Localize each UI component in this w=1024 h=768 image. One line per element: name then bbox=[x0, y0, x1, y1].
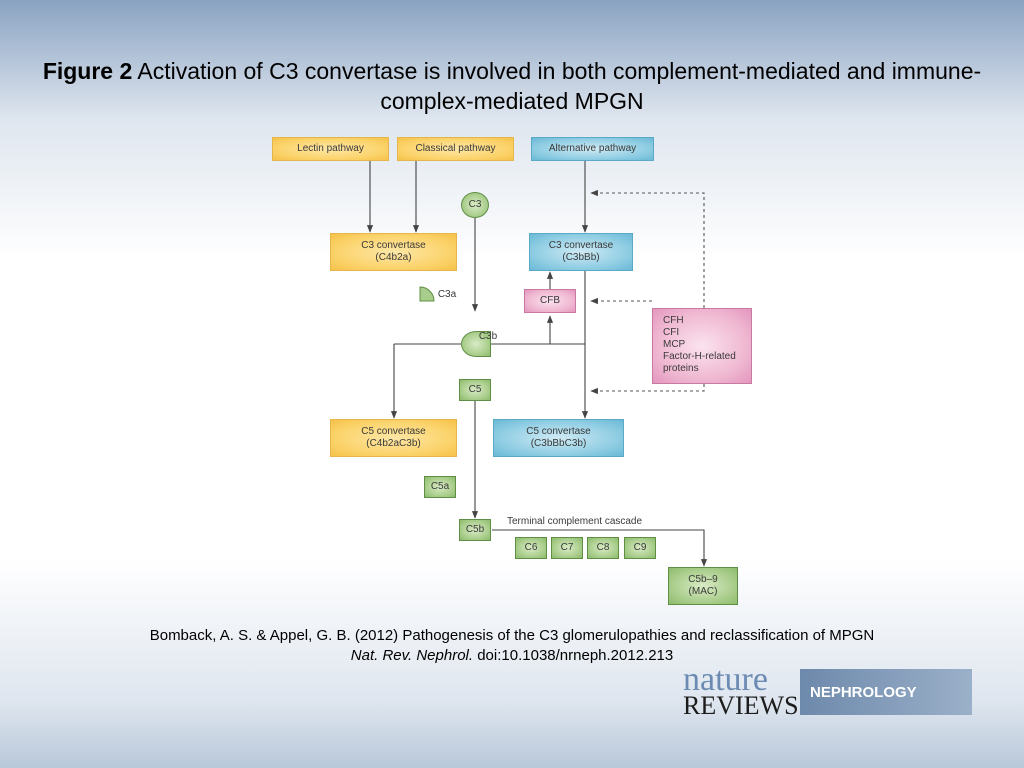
logo-nature: nature bbox=[683, 661, 768, 698]
c3a-label: C3a bbox=[437, 289, 457, 300]
c8-label: C8 bbox=[596, 542, 610, 553]
logo-reviews: REVIEWS bbox=[683, 691, 799, 720]
c3-convertase-classical-line1: C3 convertase bbox=[361, 240, 426, 251]
c5-convertase-alternative-box: C5 convertase (C3bBbC3b) bbox=[493, 419, 624, 457]
citation-journal: Nat. Rev. Nephrol. bbox=[350, 647, 474, 664]
c5b-box: C5b bbox=[459, 519, 491, 541]
c5-convertase-classical-box: C5 convertase (C4b2aC3b) bbox=[330, 419, 457, 457]
classical-pathway-box: Classical pathway bbox=[397, 137, 514, 161]
c9-label: C9 bbox=[633, 542, 647, 553]
c3b-node bbox=[461, 331, 491, 357]
figure-caption: Activation of C3 convertase is involved … bbox=[137, 58, 982, 114]
citation: Bomback, A. S. & Appel, G. B. (2012) Pat… bbox=[40, 626, 984, 666]
c5a-box: C5a bbox=[424, 476, 456, 498]
c6-box: C6 bbox=[515, 537, 547, 559]
mac-box: C5b–9 (MAC) bbox=[668, 567, 738, 605]
citation-authors: Bomback, A. S. & Appel, G. B. (2012) Pat… bbox=[149, 627, 875, 644]
c5-convertase-alternative-line2: (C3bBbC3b) bbox=[530, 438, 587, 449]
c6-label: C6 bbox=[524, 542, 538, 553]
c5-convertase-classical-line1: C5 convertase bbox=[361, 426, 426, 437]
figure-title: Figure 2 Activation of C3 convertase is … bbox=[40, 56, 984, 116]
regulator-cfi: CFI bbox=[663, 327, 680, 338]
nature-reviews-nephrology-logo: nature REVIEWS NEPHROLOGY bbox=[683, 661, 973, 720]
c5a-label: C5a bbox=[430, 481, 450, 492]
c9-box: C9 bbox=[624, 537, 656, 559]
c3-label: C3 bbox=[468, 199, 482, 210]
c5-box: C5 bbox=[459, 379, 491, 401]
c3b-label: C3b bbox=[478, 331, 498, 342]
c5-label: C5 bbox=[468, 384, 482, 395]
c3-convertase-classical-line2: (C4b2a) bbox=[375, 252, 412, 263]
c3b-text: C3b bbox=[474, 331, 502, 343]
lectin-pathway-label: Lectin pathway bbox=[297, 143, 364, 154]
cfb-box: CFB bbox=[524, 289, 576, 313]
citation-doi: doi:10.1038/nrneph.2012.213 bbox=[477, 647, 674, 664]
mac-line2: (MAC) bbox=[688, 586, 718, 597]
c5-convertase-alternative-line1: C5 convertase bbox=[526, 426, 591, 437]
regulators-box: CFH CFI MCP Factor-H-related proteins bbox=[652, 308, 752, 384]
lectin-pathway-box: Lectin pathway bbox=[272, 137, 389, 161]
regulator-mcp: MCP bbox=[663, 339, 686, 350]
citation-source: Nat. Rev. Nephrol. doi:10.1038/nrneph.20… bbox=[40, 646, 984, 666]
logo-section: NEPHROLOGY bbox=[810, 683, 917, 701]
c7-box: C7 bbox=[551, 537, 583, 559]
classical-pathway-label: Classical pathway bbox=[415, 143, 496, 154]
c8-box: C8 bbox=[587, 537, 619, 559]
c5-convertase-classical-line2: (C4b2aC3b) bbox=[366, 438, 421, 449]
regulator-proteins: proteins bbox=[663, 363, 699, 374]
c3a-text: C3a bbox=[435, 288, 459, 302]
alternative-pathway-label: Alternative pathway bbox=[548, 143, 637, 154]
terminal-cascade-label: Terminal complement cascade bbox=[507, 516, 643, 527]
c7-label: C7 bbox=[560, 542, 574, 553]
c3-convertase-alternative-box: C3 convertase (C3bBb) bbox=[529, 233, 633, 271]
figure-label: Figure 2 bbox=[42, 58, 133, 84]
terminal-cascade-text: Terminal complement cascade bbox=[507, 515, 667, 529]
mac-line1: C5b–9 bbox=[688, 574, 718, 585]
alternative-pathway-box: Alternative pathway bbox=[531, 137, 654, 161]
regulator-fhr: Factor-H-related bbox=[663, 351, 736, 362]
c3-convertase-alternative-line1: C3 convertase bbox=[548, 240, 614, 251]
c3-convertase-alternative-line2: (C3bBb) bbox=[562, 252, 600, 263]
cfb-label: CFB bbox=[540, 295, 560, 306]
c5b-label: C5b bbox=[465, 524, 485, 535]
logo-section-bar: NEPHROLOGY bbox=[800, 669, 972, 715]
c3-convertase-classical-box: C3 convertase (C4b2a) bbox=[330, 233, 457, 271]
c3-node: C3 bbox=[461, 192, 489, 218]
regulator-cfh: CFH bbox=[663, 315, 684, 326]
c3a-quarter-shape bbox=[419, 286, 435, 302]
